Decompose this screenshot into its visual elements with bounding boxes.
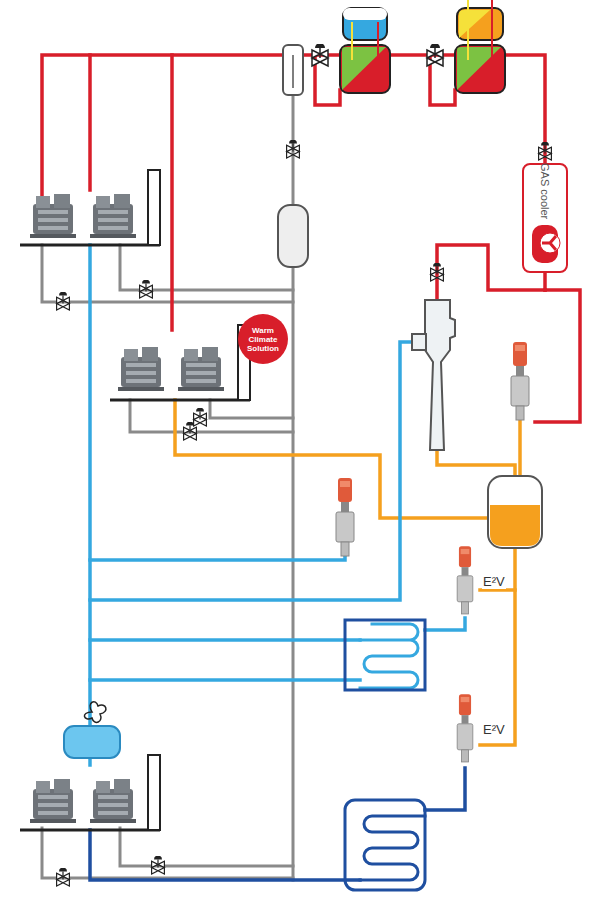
fan-icon <box>524 223 566 265</box>
badge-text: Warm Climate Solution <box>242 326 284 353</box>
warm-climate-badge: Warm Climate Solution <box>238 314 288 364</box>
pipes <box>42 55 580 890</box>
valve-label: E²V <box>482 722 506 737</box>
equipment-label: GAS cooler <box>539 163 551 219</box>
gas-cooler: GAS cooler <box>522 163 568 273</box>
equipment <box>20 0 551 886</box>
valve-label: E²V <box>482 574 506 589</box>
